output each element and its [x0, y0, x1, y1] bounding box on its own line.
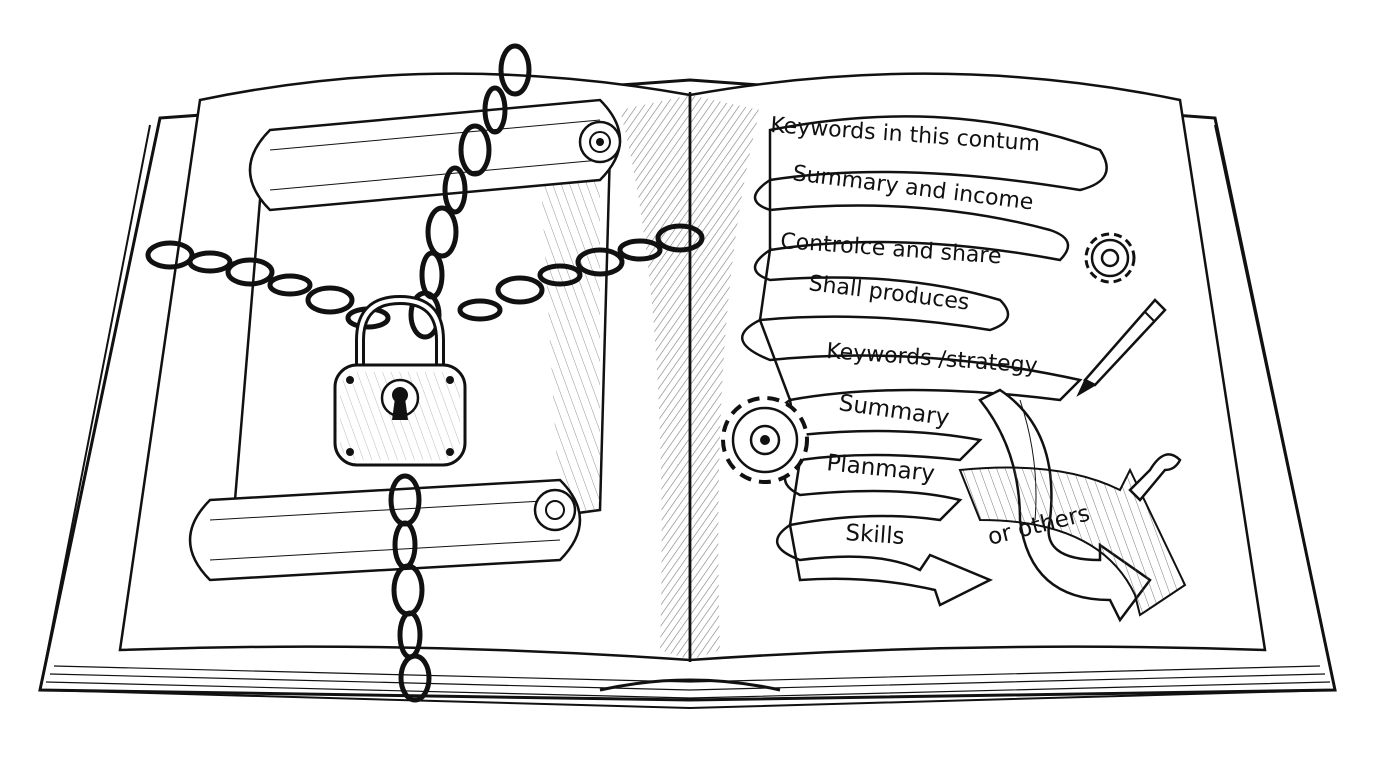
ribbon-label-7: Skills — [845, 520, 906, 550]
pen-icon — [1076, 298, 1167, 397]
ribbon-banner — [741, 115, 1187, 623]
wrench-icon — [1128, 453, 1182, 502]
keyhole-icon — [380, 378, 420, 420]
chain-icon — [145, 43, 705, 703]
scroll-icon — [188, 98, 622, 582]
gear-icon — [1084, 232, 1136, 284]
padlock-icon — [333, 294, 467, 467]
gear-icon — [721, 396, 809, 484]
